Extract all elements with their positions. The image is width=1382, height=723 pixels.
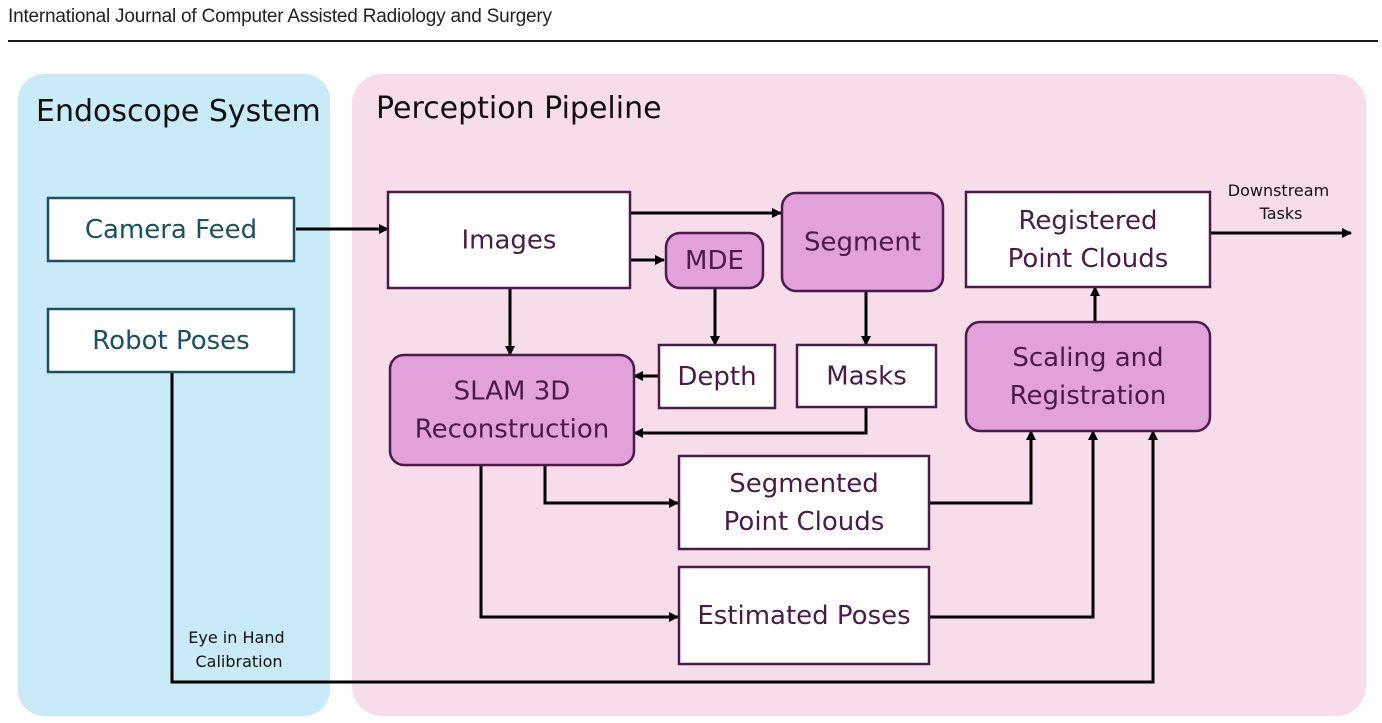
- node-slam-label-2: Reconstruction: [415, 415, 610, 445]
- node-mde: MDE: [664, 231, 765, 290]
- endoscope-system-panel: [18, 74, 330, 716]
- node-slam-label-1: SLAM 3D: [454, 377, 571, 407]
- node-registered-clouds-label-2: Point Clouds: [1008, 244, 1169, 274]
- node-mde-box: [664, 231, 765, 290]
- edge-slam-to-segmented-clouds: [543, 465, 679, 508]
- endoscope-system-title: Endoscope System: [36, 94, 321, 129]
- node-registered-clouds-box: [964, 190, 1212, 289]
- header-rule: [8, 40, 1378, 42]
- node-slam: SLAM 3D Reconstruction: [388, 353, 636, 467]
- node-masks-box: [795, 343, 938, 409]
- edge-masks-to-slam: [633, 407, 868, 438]
- eye-in-hand-label-line-2: Calibration: [195, 652, 282, 671]
- node-images-label-1: Images: [462, 226, 557, 256]
- node-scaling-box: [964, 320, 1212, 433]
- node-segmented-clouds-label-2: Point Clouds: [724, 507, 885, 537]
- node-robot-poses-box: [46, 307, 296, 374]
- node-camera-feed-box: [46, 196, 296, 263]
- node-segment-label-1: Segment: [804, 228, 921, 258]
- node-camera-feed: Camera Feed: [46, 196, 296, 263]
- journal-header: International Journal of Computer Assist…: [8, 6, 552, 27]
- edge-slam-to-estimated-poses: [479, 465, 679, 622]
- node-segmented-clouds-box: [677, 454, 931, 551]
- downstream-tasks-label-line-2: Tasks: [1259, 204, 1303, 223]
- edge-segmented-clouds-to-scaling: [929, 430, 1036, 505]
- eye-in-hand-label-line-1: Eye in Hand: [188, 628, 284, 647]
- node-masks: Masks: [795, 343, 938, 409]
- node-robot-poses-label-1: Robot Poses: [92, 326, 249, 356]
- node-depth-label-1: Depth: [677, 362, 756, 392]
- node-camera-feed-label-1: Camera Feed: [85, 215, 257, 245]
- node-images-box: [386, 190, 632, 290]
- node-scaling-label-2: Registration: [1010, 381, 1167, 411]
- node-scaling-label-1: Scaling and: [1012, 343, 1163, 373]
- perception-pipeline-title: Perception Pipeline: [376, 91, 662, 126]
- node-robot-poses: Robot Poses: [46, 307, 296, 374]
- downstream-tasks-label-line-1: Downstream: [1228, 181, 1329, 200]
- node-mde-label-1: MDE: [685, 246, 744, 276]
- node-masks-label-1: Masks: [826, 362, 907, 392]
- node-segment: Segment: [780, 191, 945, 293]
- downstream-tasks-label: Downstream Tasks: [1228, 181, 1335, 223]
- edge-estimated-poses-to-scaling: [929, 430, 1098, 619]
- node-segment-box: [780, 191, 945, 293]
- eye-in-hand-calibration-label: Eye in Hand Calibration: [188, 628, 289, 671]
- node-estimated-poses: Estimated Poses: [677, 565, 931, 666]
- node-registered-clouds-label-1: Registered: [1019, 206, 1158, 236]
- node-slam-box: [388, 353, 636, 467]
- node-segmented-clouds-label-1: Segmented: [729, 469, 879, 499]
- node-images: Images: [386, 190, 632, 290]
- edges: [170, 208, 1352, 684]
- edge-robot-poses-to-scaling: [170, 372, 1158, 684]
- node-depth-box: [657, 343, 777, 410]
- node-estimated-poses-box: [677, 565, 931, 666]
- node-estimated-poses-label-1: Estimated Poses: [697, 601, 910, 631]
- node-depth: Depth: [657, 343, 777, 410]
